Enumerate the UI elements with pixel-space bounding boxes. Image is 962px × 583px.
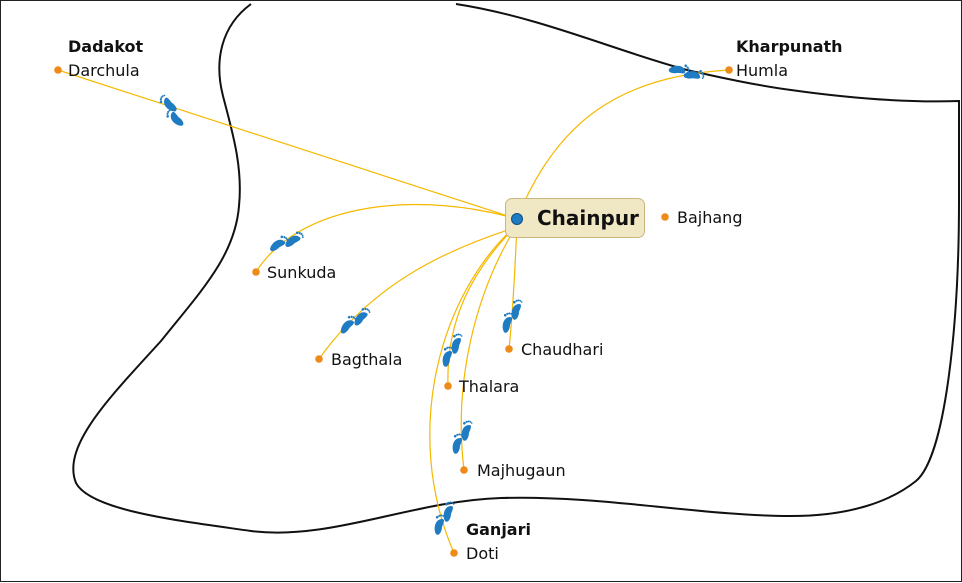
footprints-icon xyxy=(152,93,192,128)
place-bagthala: Bagthala xyxy=(331,350,403,369)
route-bagthala xyxy=(318,226,518,360)
route-darchula xyxy=(57,69,518,220)
location-dot-icon xyxy=(661,213,669,221)
place-sunkuda: Sunkuda xyxy=(267,263,337,282)
region-ganjari: Ganjari xyxy=(466,520,531,539)
location-dot-icon xyxy=(54,66,62,74)
place-darchula: Darchula xyxy=(68,61,140,80)
location-dot-icon xyxy=(460,466,468,474)
location-dot-icon xyxy=(444,382,452,390)
place-bajhang: Bajhang xyxy=(677,208,743,227)
location-dot-icon xyxy=(315,355,323,363)
footprints xyxy=(152,59,706,535)
place-thalara: Thalara xyxy=(459,377,520,396)
footprints-icon xyxy=(339,301,372,341)
hub-box xyxy=(505,198,645,238)
location-dot-icon xyxy=(450,549,458,557)
place-chaudhari: Chaudhari xyxy=(521,340,604,359)
place-doti: Doti xyxy=(466,544,499,563)
place-humla: Humla xyxy=(736,61,789,80)
hub-label: Chainpur xyxy=(537,206,639,230)
region-dadakot: Dadakot xyxy=(68,37,144,56)
location-dot-icon xyxy=(252,268,260,276)
route-chaudhari xyxy=(508,222,518,350)
footprints-icon xyxy=(268,223,306,262)
region-border xyxy=(72,3,960,534)
location-dots xyxy=(54,66,733,557)
location-dot-icon xyxy=(725,66,733,74)
route-majhugaun xyxy=(460,224,518,471)
region-kharpunath: Kharpunath xyxy=(736,37,843,56)
location-dot-icon xyxy=(505,345,513,353)
route-doti xyxy=(429,224,518,554)
routes xyxy=(57,69,730,554)
route-humla xyxy=(516,69,730,220)
place-majhugaun: Majhugaun xyxy=(477,461,566,480)
